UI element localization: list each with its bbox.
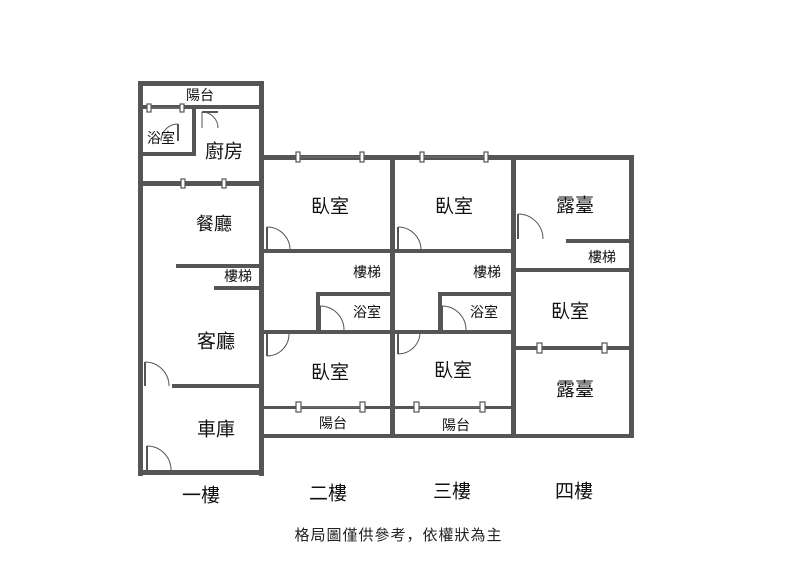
room-label-f2-bath: 浴室 (353, 304, 381, 321)
room-label-f2-bedroom-bottom: 臥室 (311, 362, 349, 384)
floor-label-1: 一樓 (182, 485, 220, 507)
floor-label-3: 三樓 (433, 481, 471, 503)
room-label-f1-stairs: 樓梯 (224, 269, 252, 285)
room-label-f1-balcony: 陽台 (186, 88, 214, 104)
floor-labels: 一樓 二樓 三樓 四樓 (182, 481, 593, 507)
room-label-f3-bedroom-bottom: 臥室 (434, 360, 472, 382)
room-label-f1-garage: 車庫 (197, 419, 235, 441)
room-label-f3-stairs: 樓梯 (473, 265, 501, 281)
windows (146, 103, 608, 413)
room-label-f4-terrace-bottom: 露臺 (556, 379, 594, 401)
disclaimer: 格局圖僅供參考，依權狀為主 (294, 526, 503, 544)
room-label-f2-balcony: 陽台 (319, 416, 347, 432)
room-label-f4-bedroom: 臥室 (551, 301, 589, 323)
room-label-f3-bedroom-top: 臥室 (435, 196, 473, 218)
doors (144, 111, 544, 471)
room-label-f2-stairs: 樓梯 (353, 265, 381, 281)
room-label-f1-bath: 浴室 (147, 130, 175, 147)
room-labels: 陽台 浴室 廚房 餐廳 樓梯 客廳 車庫 臥室 樓梯 浴室 臥室 陽台 臥室 樓… (147, 88, 616, 441)
room-label-f1-kitchen: 廚房 (205, 140, 243, 163)
floor-1-walls (138, 81, 264, 476)
floor-label-4: 四樓 (555, 481, 593, 503)
room-label-f2-bedroom-top: 臥室 (311, 196, 349, 218)
room-label-f3-balcony: 陽台 (442, 418, 470, 434)
room-label-f4-terrace-top: 露臺 (556, 195, 594, 217)
room-label-f3-bath: 浴室 (470, 304, 498, 321)
room-label-f4-stairs: 樓梯 (588, 250, 616, 266)
room-label-f1-living: 客廳 (197, 331, 235, 353)
floor-label-2: 二樓 (309, 483, 347, 505)
room-label-f1-dining: 餐廳 (196, 214, 232, 235)
